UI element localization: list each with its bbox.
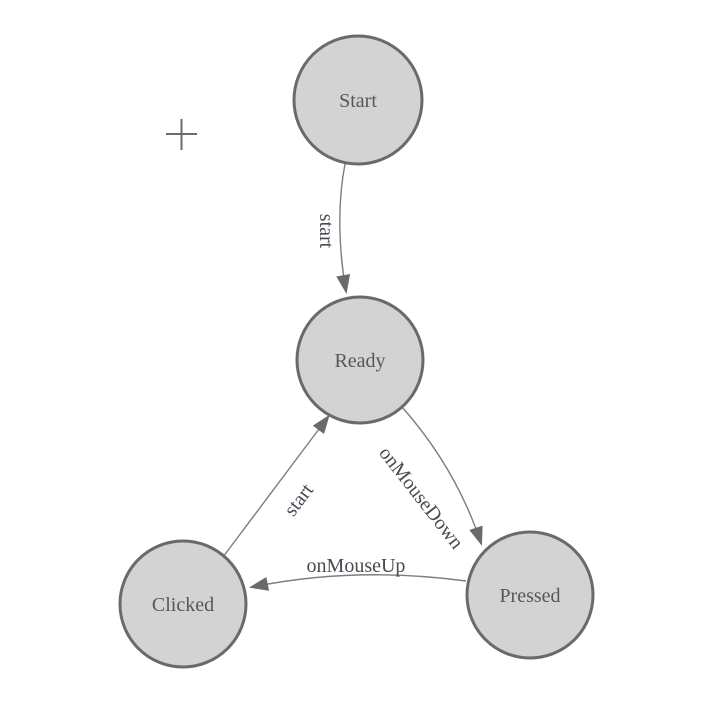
node-start-label: Start	[339, 90, 377, 112]
node-pressed[interactable]: Pressed	[465, 530, 595, 660]
node-ready-circle[interactable]	[295, 295, 425, 425]
crosshair-icon	[166, 119, 197, 150]
node-clicked[interactable]: Clicked	[118, 539, 248, 669]
edge-path-clicked-to-ready[interactable]	[222, 414, 330, 558]
edge-clicked-to-ready[interactable]: start	[222, 414, 330, 558]
node-pressed-label: Pressed	[499, 585, 560, 607]
node-ready-label: Ready	[334, 350, 385, 372]
edge-pressed-to-clicked[interactable]: onMouseUp	[249, 555, 467, 591]
edge-label-onmousedown: onMouseDown	[374, 443, 467, 554]
edge-ready-to-pressed[interactable]: onMouseDown	[374, 406, 483, 554]
edge-label-onmouseup: onMouseUp	[307, 555, 406, 577]
node-ready[interactable]: Ready	[295, 295, 425, 425]
edge-start-to-ready[interactable]: start	[315, 163, 351, 294]
node-start-circle[interactable]	[292, 34, 424, 166]
node-start[interactable]: Start	[292, 34, 424, 166]
node-clicked-circle[interactable]	[118, 539, 248, 669]
node-clicked-label: Clicked	[152, 594, 214, 616]
edge-label-start: start	[315, 214, 337, 249]
edge-path-pressed-to-clicked[interactable]	[249, 574, 467, 591]
edge-label-start-2: start	[280, 479, 319, 520]
node-pressed-circle[interactable]	[465, 530, 595, 660]
edge-path-ready-to-pressed[interactable]	[401, 406, 483, 546]
edge-path-start-to-ready[interactable]	[336, 163, 351, 294]
